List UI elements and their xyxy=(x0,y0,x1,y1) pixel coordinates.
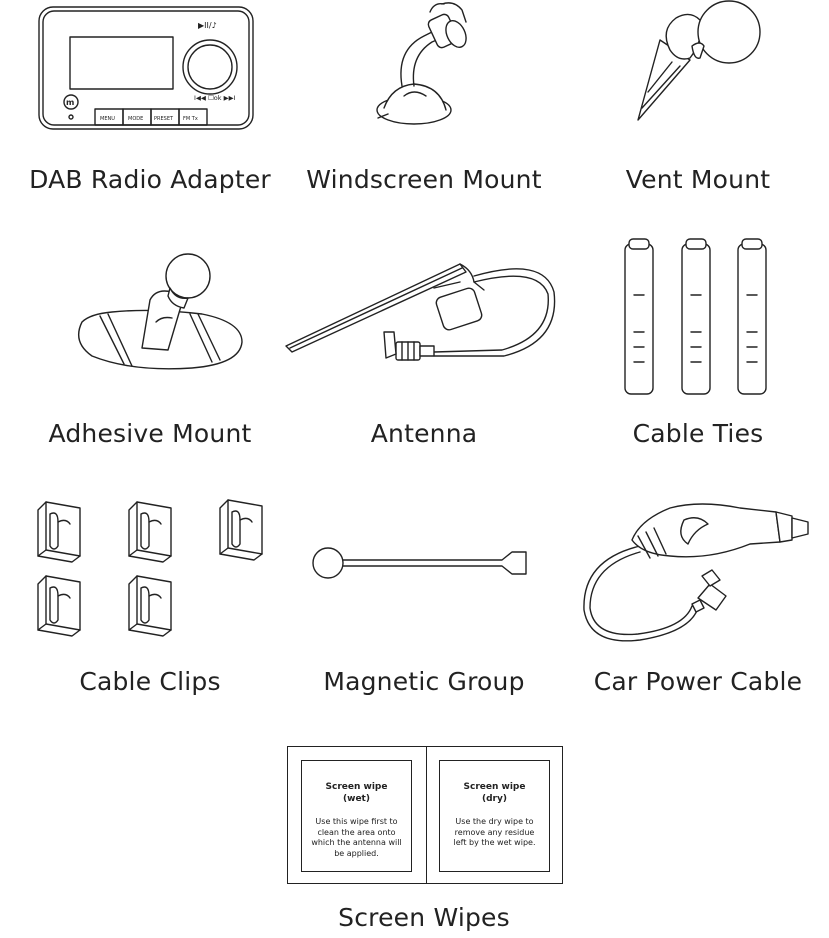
antenna-illustration xyxy=(284,262,558,370)
caption-cable-ties: Cable Ties xyxy=(632,419,764,448)
svg-text:m: m xyxy=(66,98,74,107)
caption-antenna: Antenna xyxy=(370,419,478,448)
mode-button-label: MODE xyxy=(128,116,143,122)
caption-cable-clips: Cable Clips xyxy=(79,667,221,696)
dry-wipe-title-line2: (dry) xyxy=(482,794,507,804)
caption-adhesive-mount: Adhesive Mount xyxy=(48,419,252,448)
nav-buttons-label: I◀◀ ☐ok ▶▶I xyxy=(194,94,236,102)
adhesive-mount-illustration xyxy=(72,252,244,372)
menu-button-label: MENU xyxy=(100,116,115,122)
dry-wipe-card: Screen wipe (dry) Use the dry wipe to re… xyxy=(439,760,550,872)
wet-wipe-title-line1: Screen wipe xyxy=(325,782,388,792)
fm-tx-button-label: FM Tx xyxy=(183,116,198,122)
wipes-divider xyxy=(426,747,427,883)
caption-car-power-cable: Car Power Cable xyxy=(593,667,803,696)
wet-wipe-title-line2: (wet) xyxy=(343,794,370,804)
caption-magnetic-group: Magnetic Group xyxy=(323,667,525,696)
wet-wipe-title: Screen wipe (wet) xyxy=(302,781,411,805)
caption-screen-wipes: Screen Wipes xyxy=(338,903,510,932)
vent-mount-illustration xyxy=(630,0,770,130)
windscreen-mount-illustration xyxy=(374,0,484,130)
caption-vent-mount: Vent Mount xyxy=(625,165,771,194)
dry-wipe-title-line1: Screen wipe xyxy=(463,782,526,792)
preset-button-label: PRESET xyxy=(154,116,174,122)
dry-wipe-instructions: Use the dry wipe to remove any residue l… xyxy=(453,817,536,847)
play-pause-label: ▶II/♪ xyxy=(198,21,217,30)
dry-wipe-title: Screen wipe (dry) xyxy=(440,781,549,805)
cable-ties-illustration xyxy=(622,238,772,396)
caption-windscreen-mount: Windscreen Mount xyxy=(306,165,542,194)
car-power-cable-illustration xyxy=(580,500,816,648)
cable-clips-illustration xyxy=(37,499,263,637)
caption-dab-radio-adapter: DAB Radio Adapter xyxy=(29,165,271,194)
screen-wipes-package: Screen wipe (wet) Use this wipe first to… xyxy=(287,746,563,884)
wet-wipe-card: Screen wipe (wet) Use this wipe first to… xyxy=(301,760,412,872)
wet-wipe-instructions: Use this wipe first to clean the area on… xyxy=(311,817,402,858)
magnetic-group-illustration xyxy=(312,546,530,580)
dab-radio-adapter-illustration: ▶II/♪ I◀◀ ☐ok ▶▶I m MENU MODE PRESET FM … xyxy=(38,6,258,136)
